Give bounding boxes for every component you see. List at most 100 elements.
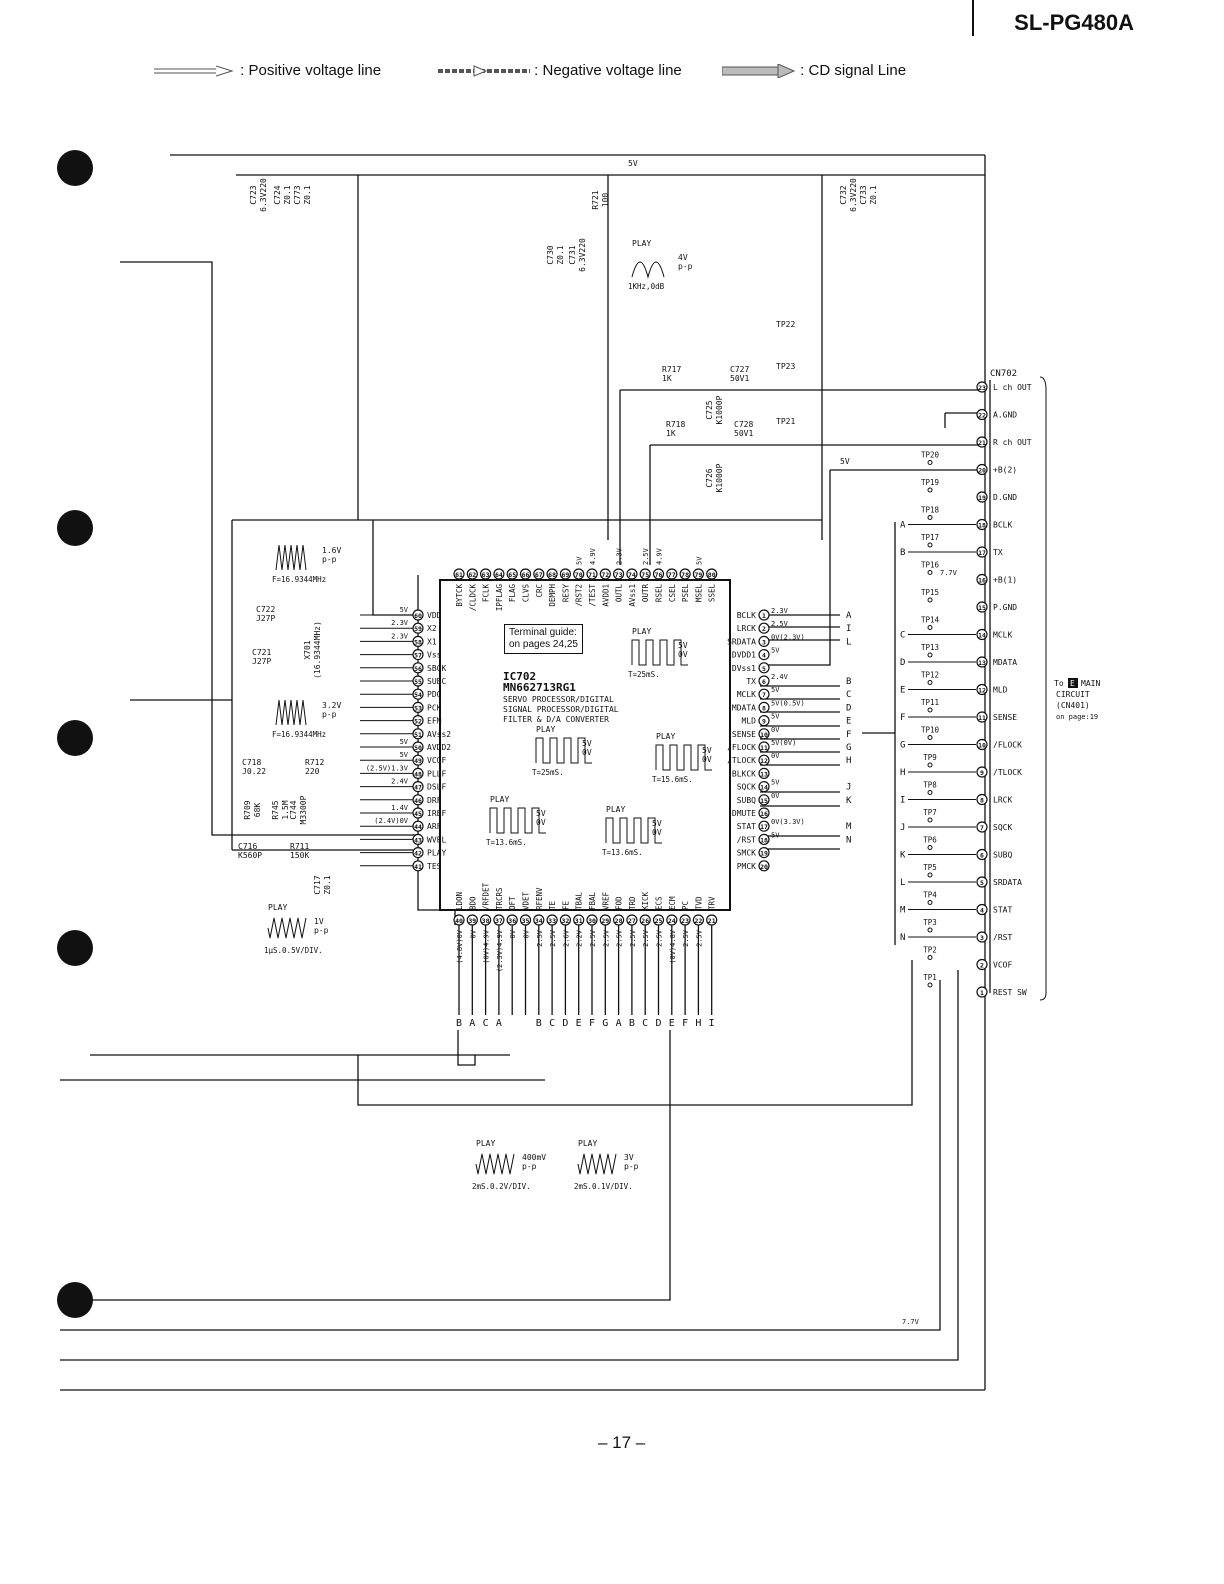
ic-right-pin-name-7: MCLK	[737, 690, 756, 699]
waveform-w4-amplitude: 5V	[678, 641, 688, 650]
ic-bottom-pin-name-31: TBAL	[575, 891, 584, 910]
dest-page: on page:19	[1056, 713, 1098, 721]
ic-left-pin-43-num: 43	[414, 836, 422, 844]
testpoint-TP8: TP8	[923, 781, 937, 790]
waveform-w10-trace	[475, 1153, 515, 1175]
waveform-w1-play: PLAY	[632, 239, 651, 248]
ic-left-pin-50-num: 50	[414, 744, 422, 752]
waveform-w11-trace	[577, 1153, 617, 1175]
ic-top-pin-70-num: 70	[575, 571, 583, 579]
ic-right-pin-tag-10: F	[846, 730, 851, 740]
testpoint-dot-TP3	[927, 927, 933, 933]
ic-bottom-pin-21-circle	[706, 914, 718, 926]
cn702-pin-7-num: 7	[980, 824, 984, 832]
ic-part: MN662713RG1	[503, 681, 576, 694]
positive-line-icon	[154, 65, 234, 77]
component-C732-value: 6.3V220	[849, 178, 858, 212]
ic-bottom-pin-name-36: OFT	[508, 896, 517, 910]
ic-desc1: SERVO PROCESSOR/DIGITAL	[503, 695, 614, 704]
ic-top-pin-69-num: 69	[561, 571, 569, 579]
cn702-pin-13-num: 13	[978, 659, 986, 667]
ic-right-pin-name-11: /FLOCK	[727, 743, 756, 752]
cn702-pin-17-circle	[976, 546, 988, 558]
ic-right-pin-name-8: MDATA	[732, 703, 756, 712]
testpoint-TP10: TP10	[921, 726, 940, 735]
ic-top-pin-name-75: OUTR	[641, 584, 650, 603]
ic-bottom-pin-name-33: TE	[548, 900, 557, 910]
ic-bottom-pin-tag-29: G	[602, 1018, 608, 1029]
connector-ref: CN702	[990, 369, 1017, 379]
cn702-pin-11-circle	[976, 711, 988, 723]
waveform-w9-play: PLAY	[268, 903, 287, 912]
waveform-w10-play: PLAY	[476, 1139, 495, 1148]
ic-right-pin-tag-6: B	[846, 677, 851, 687]
ic-left-pin-name-57: Vss	[427, 651, 442, 660]
ic-left-pin-name-55: SUBC	[427, 677, 446, 686]
legend-positive: : Positive voltage line	[154, 62, 381, 79]
ic-top-pin-75-circle	[639, 568, 651, 580]
wiring	[60, 154, 991, 1391]
cn702-pin-2-num: 2	[980, 962, 984, 970]
component-C731-ref: C731	[568, 245, 577, 264]
ic-right-pin-name-17: STAT	[737, 822, 756, 831]
ic-desc2: SIGNAL PROCESSOR/DIGITAL	[503, 705, 619, 714]
ic-bottom-pin-voltage-33: 2.5V	[549, 929, 557, 947]
cn702-pin-name-12: MLD	[993, 686, 1008, 695]
ic-bottom-pin-24-circle	[666, 914, 678, 926]
ic-left-pin-name-42: PLAY	[427, 849, 446, 858]
testpoint-TP6: TP6	[923, 836, 937, 845]
ic-bottom-pin-23-circle	[679, 914, 691, 926]
component-C773-value: Z0.1	[303, 185, 312, 204]
ic-bottom-pin-name-37: TRCRS	[495, 887, 504, 910]
ic-left-pin-voltage-48: (2.5V)1.3V	[366, 764, 409, 772]
ic-right-pin-tag-12: H	[846, 756, 851, 766]
ic-bottom-pin-32-circle	[559, 914, 572, 926]
component-C730-ref: C730	[546, 245, 555, 264]
waveform-w1-unit: p-p	[678, 262, 693, 271]
ic-bottom-pin-34-num: 34	[535, 917, 543, 925]
component-C717-value: Z0.1	[323, 875, 332, 894]
ic-bottom-pin-voltage-30: 2.5V	[589, 929, 597, 947]
ic-top-pin-voltage-71: 4.9V	[589, 547, 597, 565]
ic-bottom-pins: 40LDON(4.8V)0VB39BDO0VA38/RFDET(0V)4.9VC…	[453, 882, 718, 1029]
ic-right-pin-voltage-7: 5V	[771, 686, 780, 694]
ic-right-pin-6-num: 6	[762, 678, 766, 686]
waveform-w1-trace	[631, 261, 665, 279]
component-C733-ref: C733	[859, 185, 868, 204]
testpoint-dot-TP13	[927, 652, 933, 658]
waveform-w2-amplitude: 1.6V	[322, 546, 341, 555]
cn702-pin-name-22: A.GND	[993, 411, 1017, 420]
waveform-w8-unit: 0V	[652, 828, 662, 837]
legend-cd-label: : CD signal Line	[800, 62, 907, 79]
testpoint-TP18: TP18	[921, 506, 940, 515]
ic-right-pin-17-num: 17	[760, 823, 768, 831]
cn702-pin-20-circle	[976, 463, 988, 476]
testpoint-TP13: TP13	[921, 643, 939, 652]
ic-right-pin-voltage-10: 0V	[771, 726, 780, 734]
ic-left-pin-name-41: TES	[427, 862, 442, 871]
ic-right-pin-14-circle	[758, 780, 770, 793]
component-C722-ref: C722	[256, 605, 275, 614]
waveform-w7-play: PLAY	[490, 795, 509, 804]
ic-bottom-pin-voltage-28: 2.5V	[616, 929, 624, 947]
ic-bottom-pin-40-circle	[453, 914, 465, 926]
ic-bottom-pin-30-num: 30	[588, 917, 596, 925]
ic-bottom-pin-voltage-36: 0V	[509, 929, 517, 938]
ic-bottom-pin-voltage-24: (0V)4.8V	[669, 929, 677, 964]
ic-bottom-pin-name-39: BDO	[468, 896, 477, 910]
ic-left-pin-59-num: 59	[414, 625, 422, 633]
misc-labels: 5V TP22 TP23 TP21 5V	[628, 159, 850, 466]
cn702-tag-M: M	[900, 906, 906, 916]
ic-top-pin-62-num: 62	[468, 571, 476, 579]
cn702-pin-3-num: 3	[980, 934, 984, 942]
ic-top-pin-voltage-70: 5V	[576, 556, 584, 565]
ic-left-pin-name-46: DRF	[427, 796, 442, 805]
component-C725-value: K1000P	[715, 395, 724, 424]
ic-left-pin-name-43: WVEL	[427, 835, 446, 844]
component-C731-value: 6.3V220	[578, 238, 587, 272]
ic-left-pin-42-num: 42	[414, 850, 422, 858]
terminal-guide-line2: on pages 24,25	[509, 639, 578, 650]
waveform-w11-amplitude: 3V	[624, 1153, 634, 1162]
waveform-w6-play: PLAY	[656, 732, 675, 741]
